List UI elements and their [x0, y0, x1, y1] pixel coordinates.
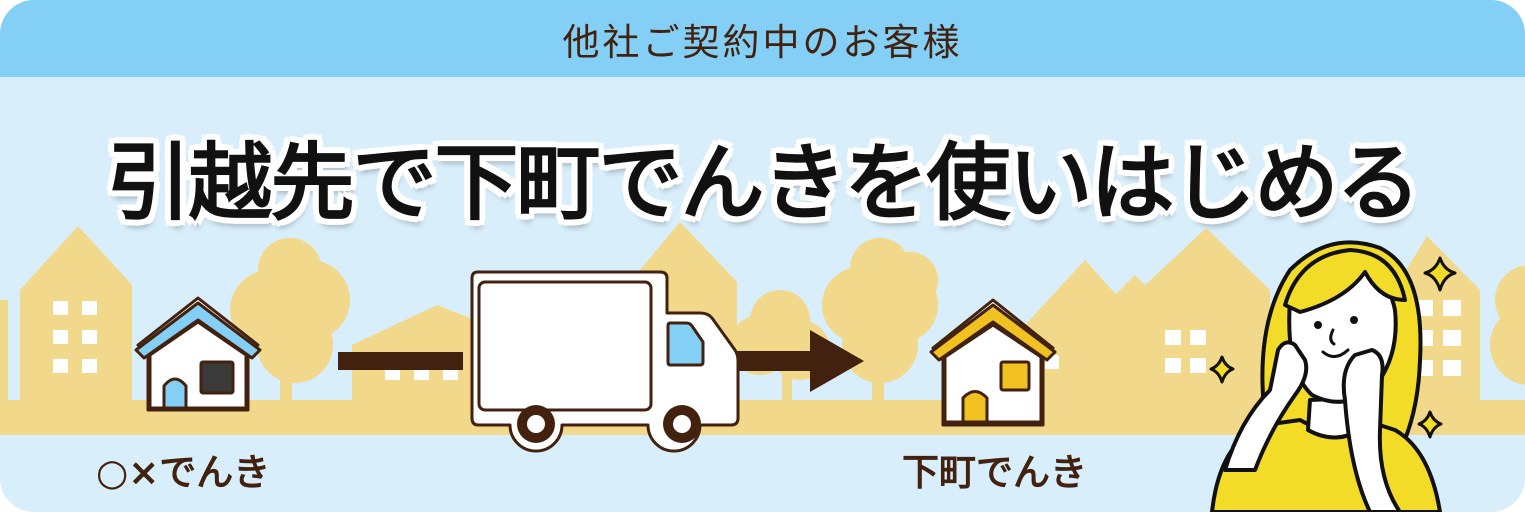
- sparkle-icon: [1209, 256, 1457, 439]
- house-yellow-icon: [929, 298, 1057, 427]
- banner: 他社ご契約中のお客様 引越先で下町でんきを使いはじめる ○×でんき 下町でんき: [0, 0, 1525, 512]
- smiling-woman-illustration: [1210, 240, 1442, 512]
- connector-line: [338, 352, 463, 370]
- arrow-right-icon: [737, 330, 864, 392]
- truck-icon: [470, 270, 740, 453]
- header-title: 他社ご契約中のお客様: [562, 20, 963, 64]
- from-provider-label: ○×でんき: [96, 451, 271, 494]
- to-provider-label: 下町でんき: [902, 451, 1087, 494]
- header-bar: 他社ご契約中のお客様: [0, 0, 1525, 77]
- headline: 引越先で下町でんきを使いはじめる: [106, 134, 1420, 232]
- house-blue-icon: [134, 296, 262, 412]
- skyline-background: [0, 222, 1525, 512]
